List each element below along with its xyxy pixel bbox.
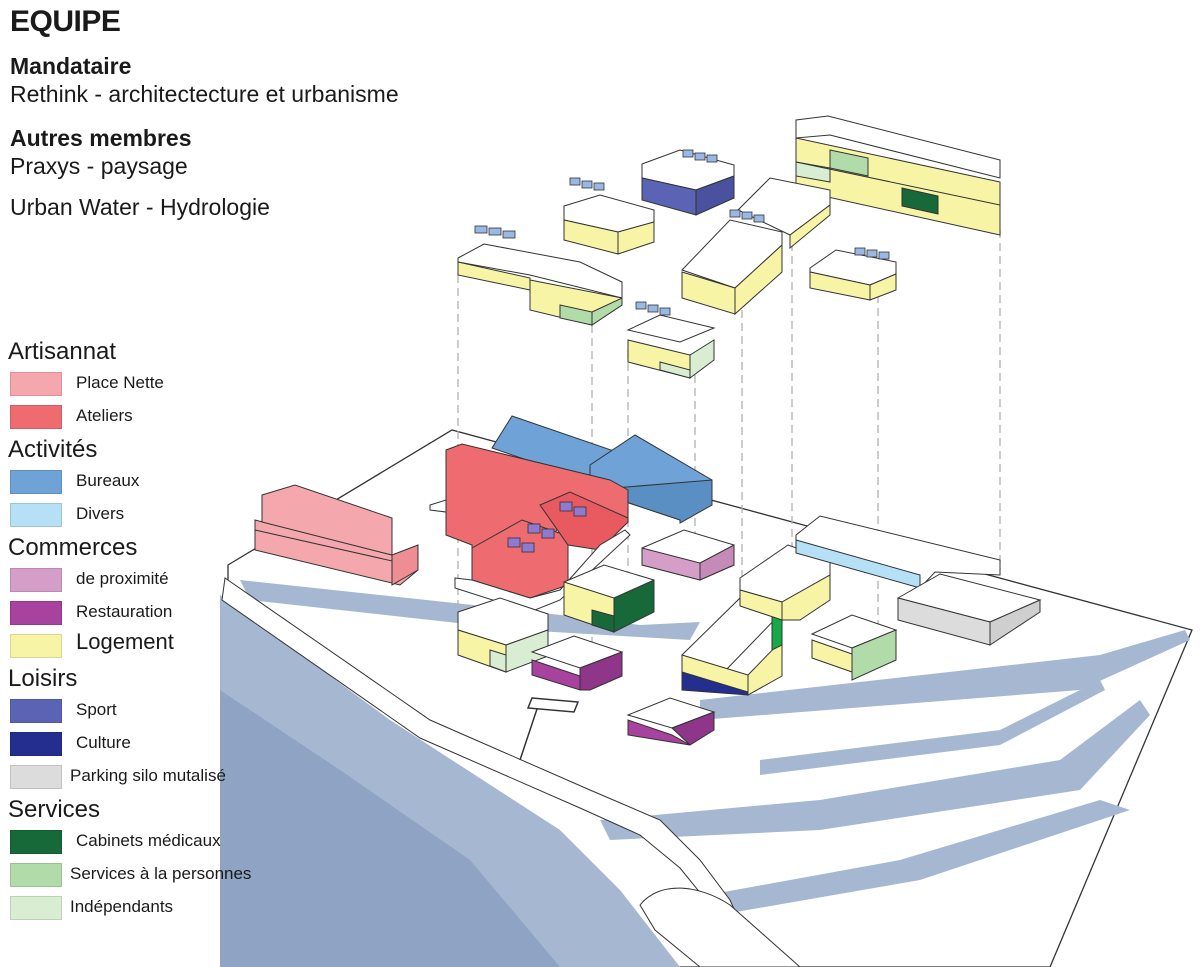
legend-swatch bbox=[10, 699, 62, 723]
water-channel-2 bbox=[700, 630, 1190, 720]
river-bank-dark bbox=[220, 690, 560, 967]
legend-label: Divers bbox=[76, 504, 125, 523]
legend-label: Services à la personnes bbox=[70, 864, 252, 883]
legend-item: Logement bbox=[8, 630, 308, 663]
legend-item: Bureaux bbox=[8, 466, 308, 499]
other-member: Urban Water - Hydrologie bbox=[10, 194, 270, 220]
elevated-buildings bbox=[457, 115, 1001, 379]
legend-label: Indépendants bbox=[70, 897, 174, 916]
legend-category: Loisirs bbox=[8, 665, 78, 692]
legend-item: Sport bbox=[8, 695, 308, 728]
legend-label: Parking silo mutalisé bbox=[70, 766, 226, 785]
road-curve bbox=[639, 887, 801, 967]
legend-label: de proximité bbox=[76, 569, 169, 588]
legend-item: Culture bbox=[8, 728, 308, 761]
legend-swatch bbox=[10, 372, 62, 396]
legend-swatch bbox=[10, 634, 62, 658]
legend-swatch bbox=[10, 405, 62, 429]
footbridge-ramp bbox=[526, 697, 580, 713]
ground-buildings bbox=[457, 515, 1042, 746]
legend-swatch bbox=[10, 732, 62, 756]
legend-item: de proximité bbox=[8, 564, 308, 597]
legend-category: Artisannat bbox=[8, 338, 117, 365]
legend-swatch bbox=[10, 503, 62, 527]
place-nette-side bbox=[391, 518, 419, 586]
legend-item: Services à la personnes bbox=[8, 859, 308, 892]
lead-heading: Mandataire bbox=[10, 53, 132, 79]
legend-swatch bbox=[10, 863, 62, 887]
legend: Artisannat Place Nette Ateliers Activité… bbox=[8, 336, 308, 925]
legend-category: Commerces bbox=[8, 534, 138, 561]
rooftop-solar-panels bbox=[474, 149, 890, 316]
footbridge bbox=[519, 699, 541, 761]
water-channel-4 bbox=[760, 680, 1105, 775]
water-channel-5 bbox=[680, 800, 1130, 920]
legend-label: Logement bbox=[76, 629, 174, 654]
legend-item: Ateliers bbox=[8, 401, 308, 434]
team-block: EQUIPE Mandataire Rethink - architectect… bbox=[10, 4, 450, 221]
legend-swatch bbox=[10, 568, 62, 592]
legend-item: Indépendants bbox=[8, 892, 308, 925]
lead-member: Rethink - architectecture et urbanisme bbox=[10, 81, 399, 107]
legend-item: Restauration bbox=[8, 597, 308, 630]
others-heading: Autres membres bbox=[10, 125, 192, 151]
legend-swatch bbox=[10, 601, 62, 625]
legend-item: Place Nette bbox=[8, 368, 308, 401]
other-member: Praxys - paysage bbox=[10, 153, 188, 179]
legend-swatch bbox=[10, 830, 62, 854]
legend-item: Parking silo mutalisé bbox=[8, 761, 308, 794]
legend-label: Place Nette bbox=[76, 373, 164, 392]
ateliers-solar-panels bbox=[507, 501, 587, 553]
legend-label: Restauration bbox=[76, 602, 173, 621]
legend-item: Divers bbox=[8, 499, 308, 532]
ateliers-plinth bbox=[429, 499, 447, 513]
legend-swatch bbox=[10, 765, 62, 789]
legend-label: Sport bbox=[76, 700, 117, 719]
legend-item: Cabinets médicaux bbox=[8, 826, 308, 859]
legend-label: Culture bbox=[76, 733, 131, 752]
legend-category: Activités bbox=[8, 436, 98, 463]
legend-category: Services bbox=[8, 796, 101, 823]
legend-label: Bureaux bbox=[76, 471, 140, 490]
team-title: EQUIPE bbox=[10, 5, 121, 38]
legend-swatch bbox=[10, 896, 62, 920]
legend-swatch bbox=[10, 470, 62, 494]
main-road bbox=[221, 577, 761, 967]
legend-label: Ateliers bbox=[76, 406, 133, 425]
legend-label: Cabinets médicaux bbox=[76, 831, 221, 850]
